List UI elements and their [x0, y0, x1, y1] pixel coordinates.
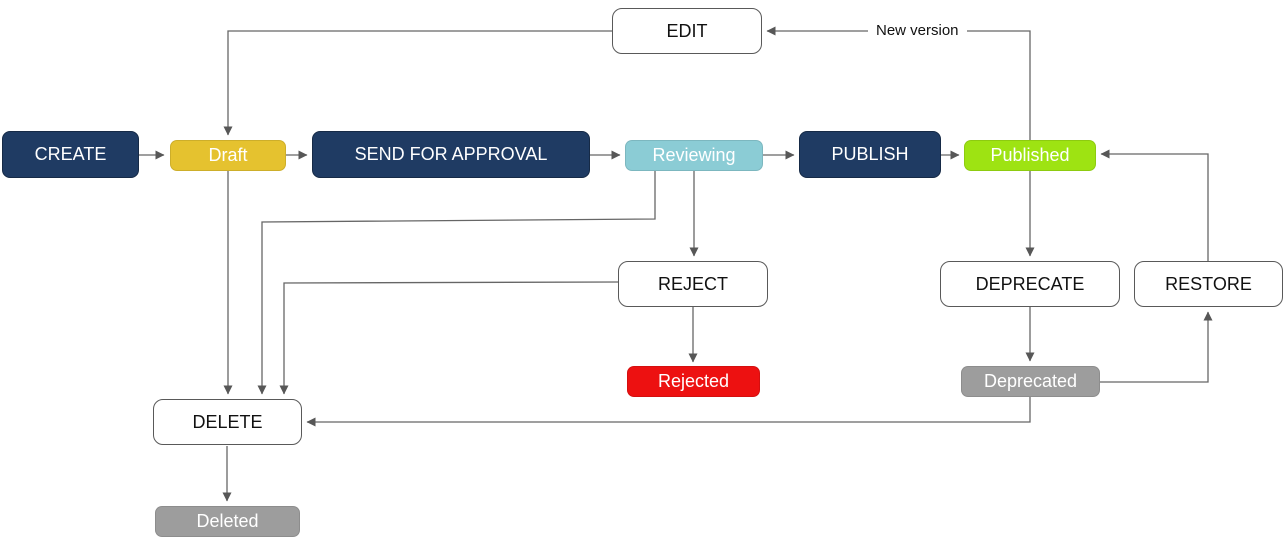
- edge-edit-draft: [223, 30, 612, 136]
- edge-deprecated-restore: [1100, 311, 1213, 383]
- edge-label-new-version: New version: [868, 21, 967, 40]
- node-deprecate[interactable]: DEPRECATE: [940, 261, 1120, 307]
- node-rejected[interactable]: Rejected: [627, 366, 760, 397]
- edge-restore-published: [1100, 149, 1209, 261]
- node-restore[interactable]: RESTORE: [1134, 261, 1283, 307]
- node-draft[interactable]: Draft: [170, 140, 286, 171]
- node-edit[interactable]: EDIT: [612, 8, 762, 54]
- node-publish[interactable]: PUBLISH: [799, 131, 941, 178]
- node-deleted[interactable]: Deleted: [155, 506, 300, 537]
- edge-reject-delete: [279, 281, 619, 395]
- edge-deprecated-delete: [306, 396, 1031, 427]
- node-deprecated[interactable]: Deprecated: [961, 366, 1100, 397]
- node-delete[interactable]: DELETE: [153, 399, 302, 445]
- node-create[interactable]: CREATE: [2, 131, 139, 178]
- node-reject[interactable]: REJECT: [618, 261, 768, 307]
- edge-published-edit: [766, 26, 1031, 140]
- node-send-for-approval[interactable]: SEND FOR APPROVAL: [312, 131, 590, 178]
- edge-reviewing-delete: [257, 171, 656, 395]
- node-reviewing[interactable]: Reviewing: [625, 140, 763, 171]
- node-published[interactable]: Published: [964, 140, 1096, 171]
